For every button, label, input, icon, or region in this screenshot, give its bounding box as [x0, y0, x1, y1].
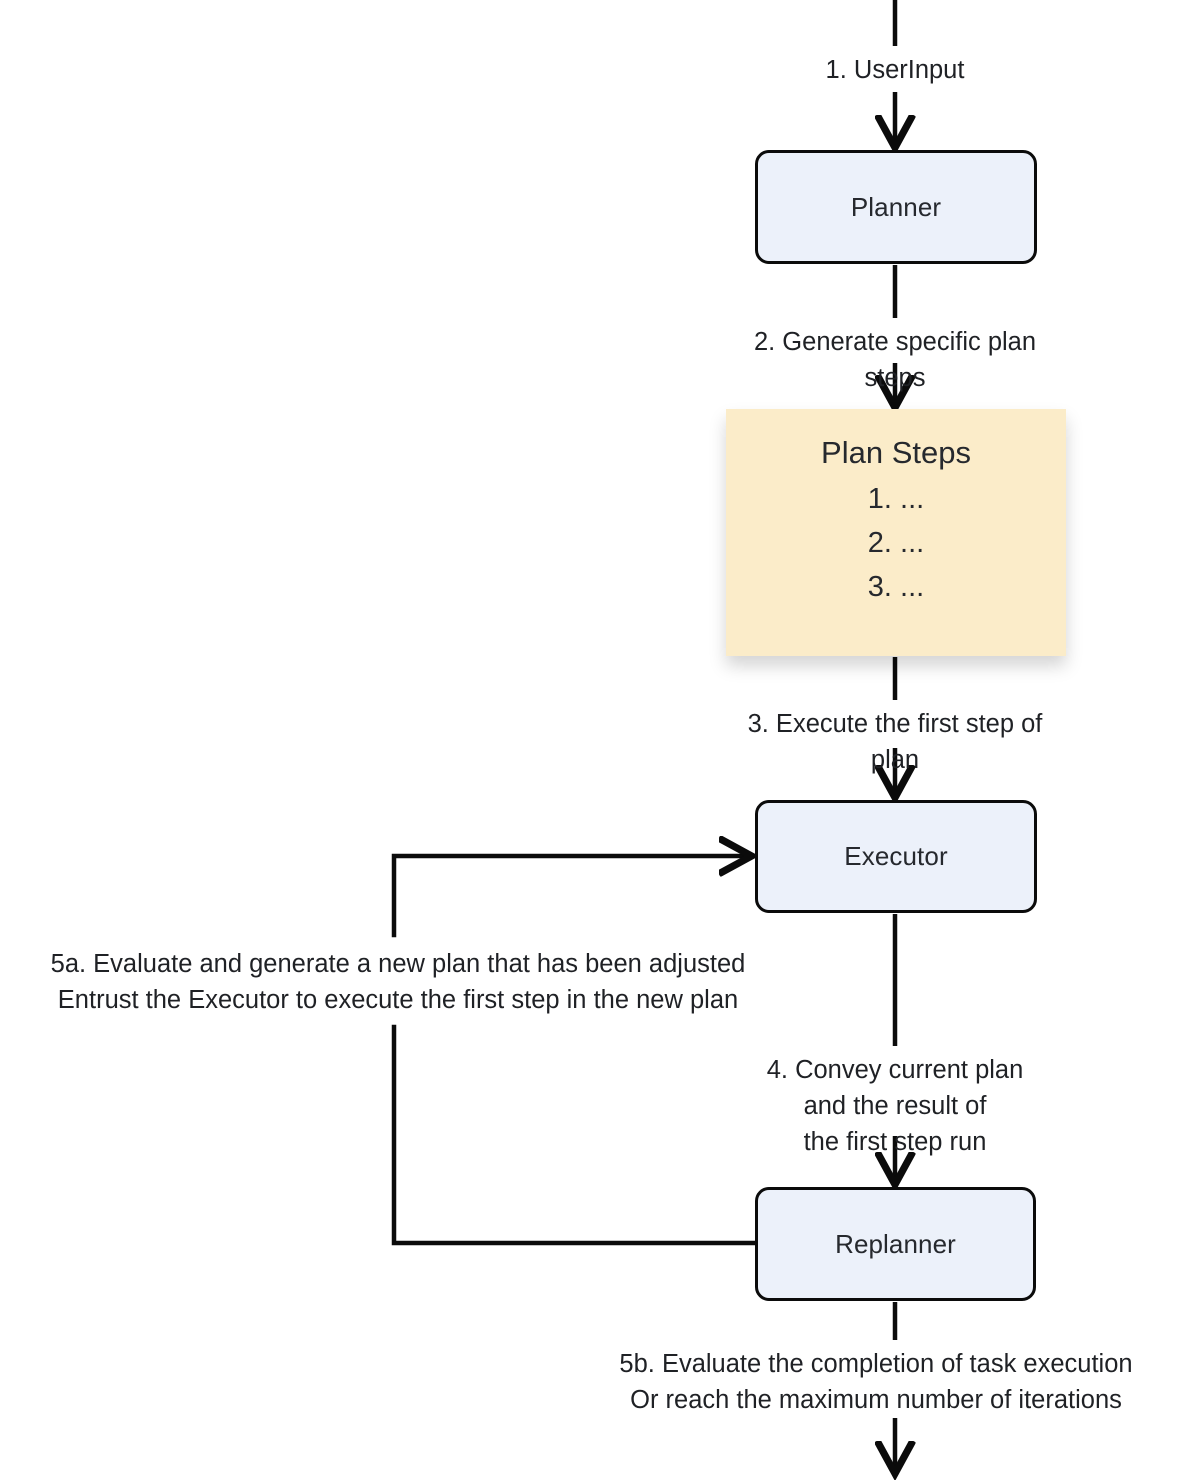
- node-planner-label: Planner: [850, 191, 942, 222]
- edge-replan-loop-upper: [391, 856, 748, 938]
- node-replanner-label: Replanner: [835, 1228, 956, 1259]
- edge-label-replan-adjusted: 5a. Evaluate and generate a new plan tha…: [50, 950, 746, 1015]
- node-executor[interactable]: Executor: [755, 800, 1037, 913]
- node-replanner[interactable]: Replanner: [755, 1187, 1036, 1301]
- edge-label-execute-first-step: 3. Execute the first step of plan: [747, 710, 1043, 775]
- edge-label-evaluate-completion: 5b. Evaluate the completion of task exec…: [619, 1350, 1133, 1415]
- plan-step-item: 2. ...: [867, 526, 925, 559]
- node-plan-steps-title: Plan Steps: [821, 435, 971, 470]
- edge-replan-loop-lower: [391, 1024, 758, 1246]
- edge-label-convey-plan-result: 4. Convey current plan and the result of…: [766, 1056, 1024, 1157]
- plan-step-item: 1. ...: [867, 482, 925, 515]
- node-executor-label: Executor: [844, 841, 948, 871]
- plan-step-item: 3. ...: [867, 570, 925, 603]
- node-plan-steps[interactable]: Plan Steps 1. ... 2. ... 3. ...: [726, 409, 1066, 656]
- edge-label-userinput: 1. UserInput: [825, 56, 965, 84]
- edge-label-generate-plan-steps: 2. Generate specific plan steps: [753, 328, 1037, 393]
- node-planner[interactable]: Planner: [755, 150, 1037, 264]
